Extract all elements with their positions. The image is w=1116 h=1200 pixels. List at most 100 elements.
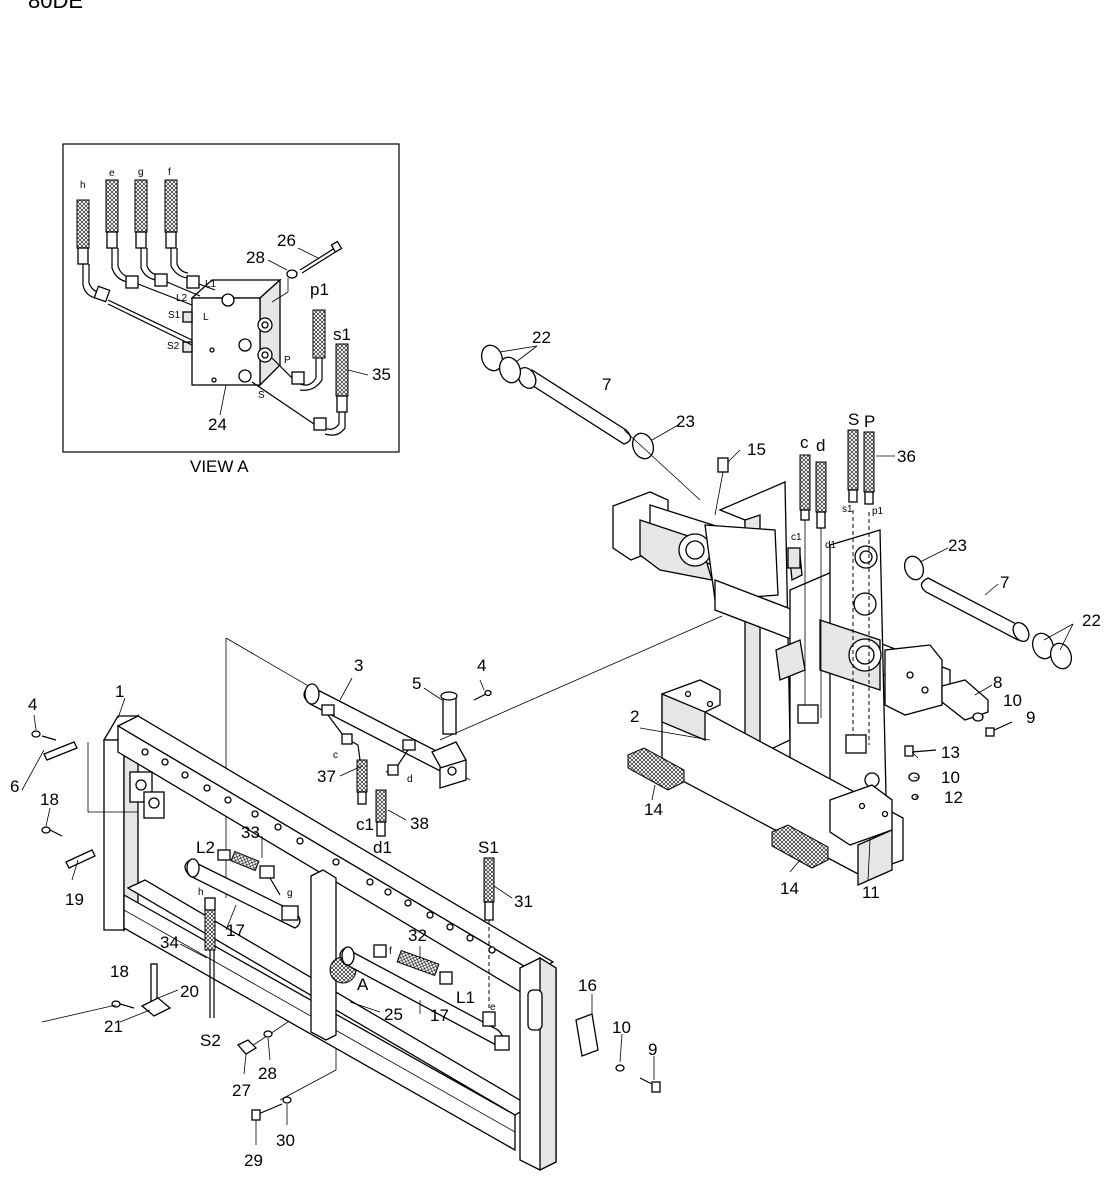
- frame-plates: [612, 481, 951, 821]
- hose-label-l2: L2: [196, 838, 215, 857]
- hose-label-g: g: [287, 888, 293, 899]
- o-ring-22b: [498, 356, 522, 384]
- cotter-4-left: [41, 735, 57, 741]
- washer-10-lower: [615, 1064, 625, 1072]
- o-ring-22c: [1031, 632, 1055, 660]
- callout-19: 19: [65, 890, 84, 909]
- callout-20: 20: [180, 982, 199, 1001]
- bolt-13: [911, 749, 937, 753]
- callout-10-middle: 10: [941, 768, 960, 787]
- callout-18-lower: 18: [110, 962, 129, 981]
- pin-5: [442, 695, 457, 735]
- hose-label-s1: s1: [842, 504, 853, 515]
- hose-label-c-small: c: [333, 750, 338, 761]
- bottom-frame: [661, 679, 904, 886]
- view-a-inset: h e g f L1 L2 S1 S2 L P S p1 s1 24 26 28…: [62, 143, 400, 476]
- hose-label-d: d: [816, 436, 825, 455]
- callout-38: 38: [410, 814, 429, 833]
- callout-9-lower: 9: [648, 1040, 657, 1059]
- o-ring-23b: [903, 555, 925, 581]
- callout-32: 32: [408, 926, 427, 945]
- callout-8: 8: [993, 673, 1002, 692]
- o-ring-22a: [480, 344, 504, 372]
- hoses-view-a: [76, 179, 216, 346]
- callout-23-upper: 23: [676, 412, 695, 431]
- hose-label-d1-cyl: d1: [373, 838, 392, 857]
- callout-31: 31: [514, 892, 533, 911]
- hose-label-e: e: [490, 1002, 496, 1013]
- hose-32: [373, 944, 453, 985]
- hoses-cdsp: [787, 429, 875, 754]
- bolt-27: [236, 1039, 258, 1055]
- hose-s2: [204, 897, 216, 1018]
- callout-26: 26: [277, 231, 296, 250]
- washer-28: [263, 1030, 273, 1038]
- callout-7-lower: 7: [1000, 573, 1009, 592]
- cylinder-17-left: [184, 858, 301, 929]
- leader-lines: [21, 677, 919, 1145]
- callout-21: 21: [104, 1017, 123, 1036]
- callout-10-lower: 10: [612, 1018, 631, 1037]
- pin-7-upper: [517, 367, 632, 445]
- callout-30: 30: [276, 1131, 295, 1150]
- hoses-p1-s1: [251, 309, 349, 436]
- cotter-4-right: [473, 693, 487, 701]
- hose-label-s1-upper: S1: [478, 838, 499, 857]
- callout-13: 13: [941, 743, 960, 762]
- hose-label-d1: d1: [825, 540, 837, 551]
- hose-label-c1-cyl: c1: [356, 815, 374, 834]
- pin-7-lower: [920, 577, 1030, 642]
- pin-19: [65, 849, 96, 869]
- port-label-l1: L1: [205, 279, 217, 290]
- hose-label-f: f: [168, 167, 171, 178]
- hose-label-p: P: [864, 412, 875, 431]
- port-label-s2: S2: [167, 341, 180, 352]
- washer-10-upper: [972, 712, 984, 722]
- callout-28-view-a: 28: [246, 248, 265, 267]
- callout-9-upper: 9: [1026, 708, 1035, 727]
- callout-1: 1: [115, 682, 124, 701]
- callout-28: 28: [258, 1064, 277, 1083]
- pin-6: [43, 741, 78, 761]
- callout-4-right: 4: [477, 656, 486, 675]
- hose-label-s1: s1: [333, 325, 351, 344]
- callout-6: 6: [10, 777, 19, 796]
- valve-block-24: [182, 278, 282, 387]
- view-a-frame: [62, 143, 400, 453]
- callout-7-upper: 7: [602, 375, 611, 394]
- plate-8: [941, 679, 989, 721]
- bolt-26: [267, 240, 343, 303]
- callout-12: 12: [944, 788, 963, 807]
- callout-5: 5: [412, 674, 421, 693]
- hose-31: [482, 857, 496, 1027]
- hose-label-g: g: [138, 167, 144, 178]
- callout-36: 36: [897, 447, 916, 466]
- cylinder-3: [303, 683, 467, 837]
- callout-14-right: 14: [780, 879, 799, 898]
- callout-18-upper: 18: [40, 790, 59, 809]
- callout-15: 15: [747, 440, 766, 459]
- callout-14-left: 14: [644, 800, 663, 819]
- plate-21: [140, 997, 172, 1017]
- hose-label-f: f: [389, 946, 392, 957]
- hose-label-s: S: [848, 410, 859, 429]
- hose-label-c: c: [800, 433, 809, 452]
- callout-2: 2: [630, 707, 639, 726]
- hose-label-h: h: [80, 180, 86, 191]
- callout-17-right: 17: [430, 1006, 449, 1025]
- port-label-s1: S1: [168, 310, 181, 321]
- beam-holes: [141, 748, 496, 954]
- clip-18-lower: [111, 1000, 121, 1008]
- callout-11: 11: [862, 883, 880, 902]
- hose-label-p1: p1: [310, 280, 329, 299]
- callout-10-upper: 10: [1003, 691, 1022, 710]
- o-ring-22d: [1049, 642, 1073, 670]
- hose-label-s2: S2: [200, 1031, 221, 1050]
- port-label-s: S: [258, 390, 265, 401]
- washer-30: [282, 1096, 292, 1104]
- callout-35: 35: [372, 365, 391, 384]
- view-a-caption: VIEW A: [190, 457, 249, 476]
- callout-3: 3: [354, 656, 363, 675]
- port-label-l: L: [203, 312, 209, 323]
